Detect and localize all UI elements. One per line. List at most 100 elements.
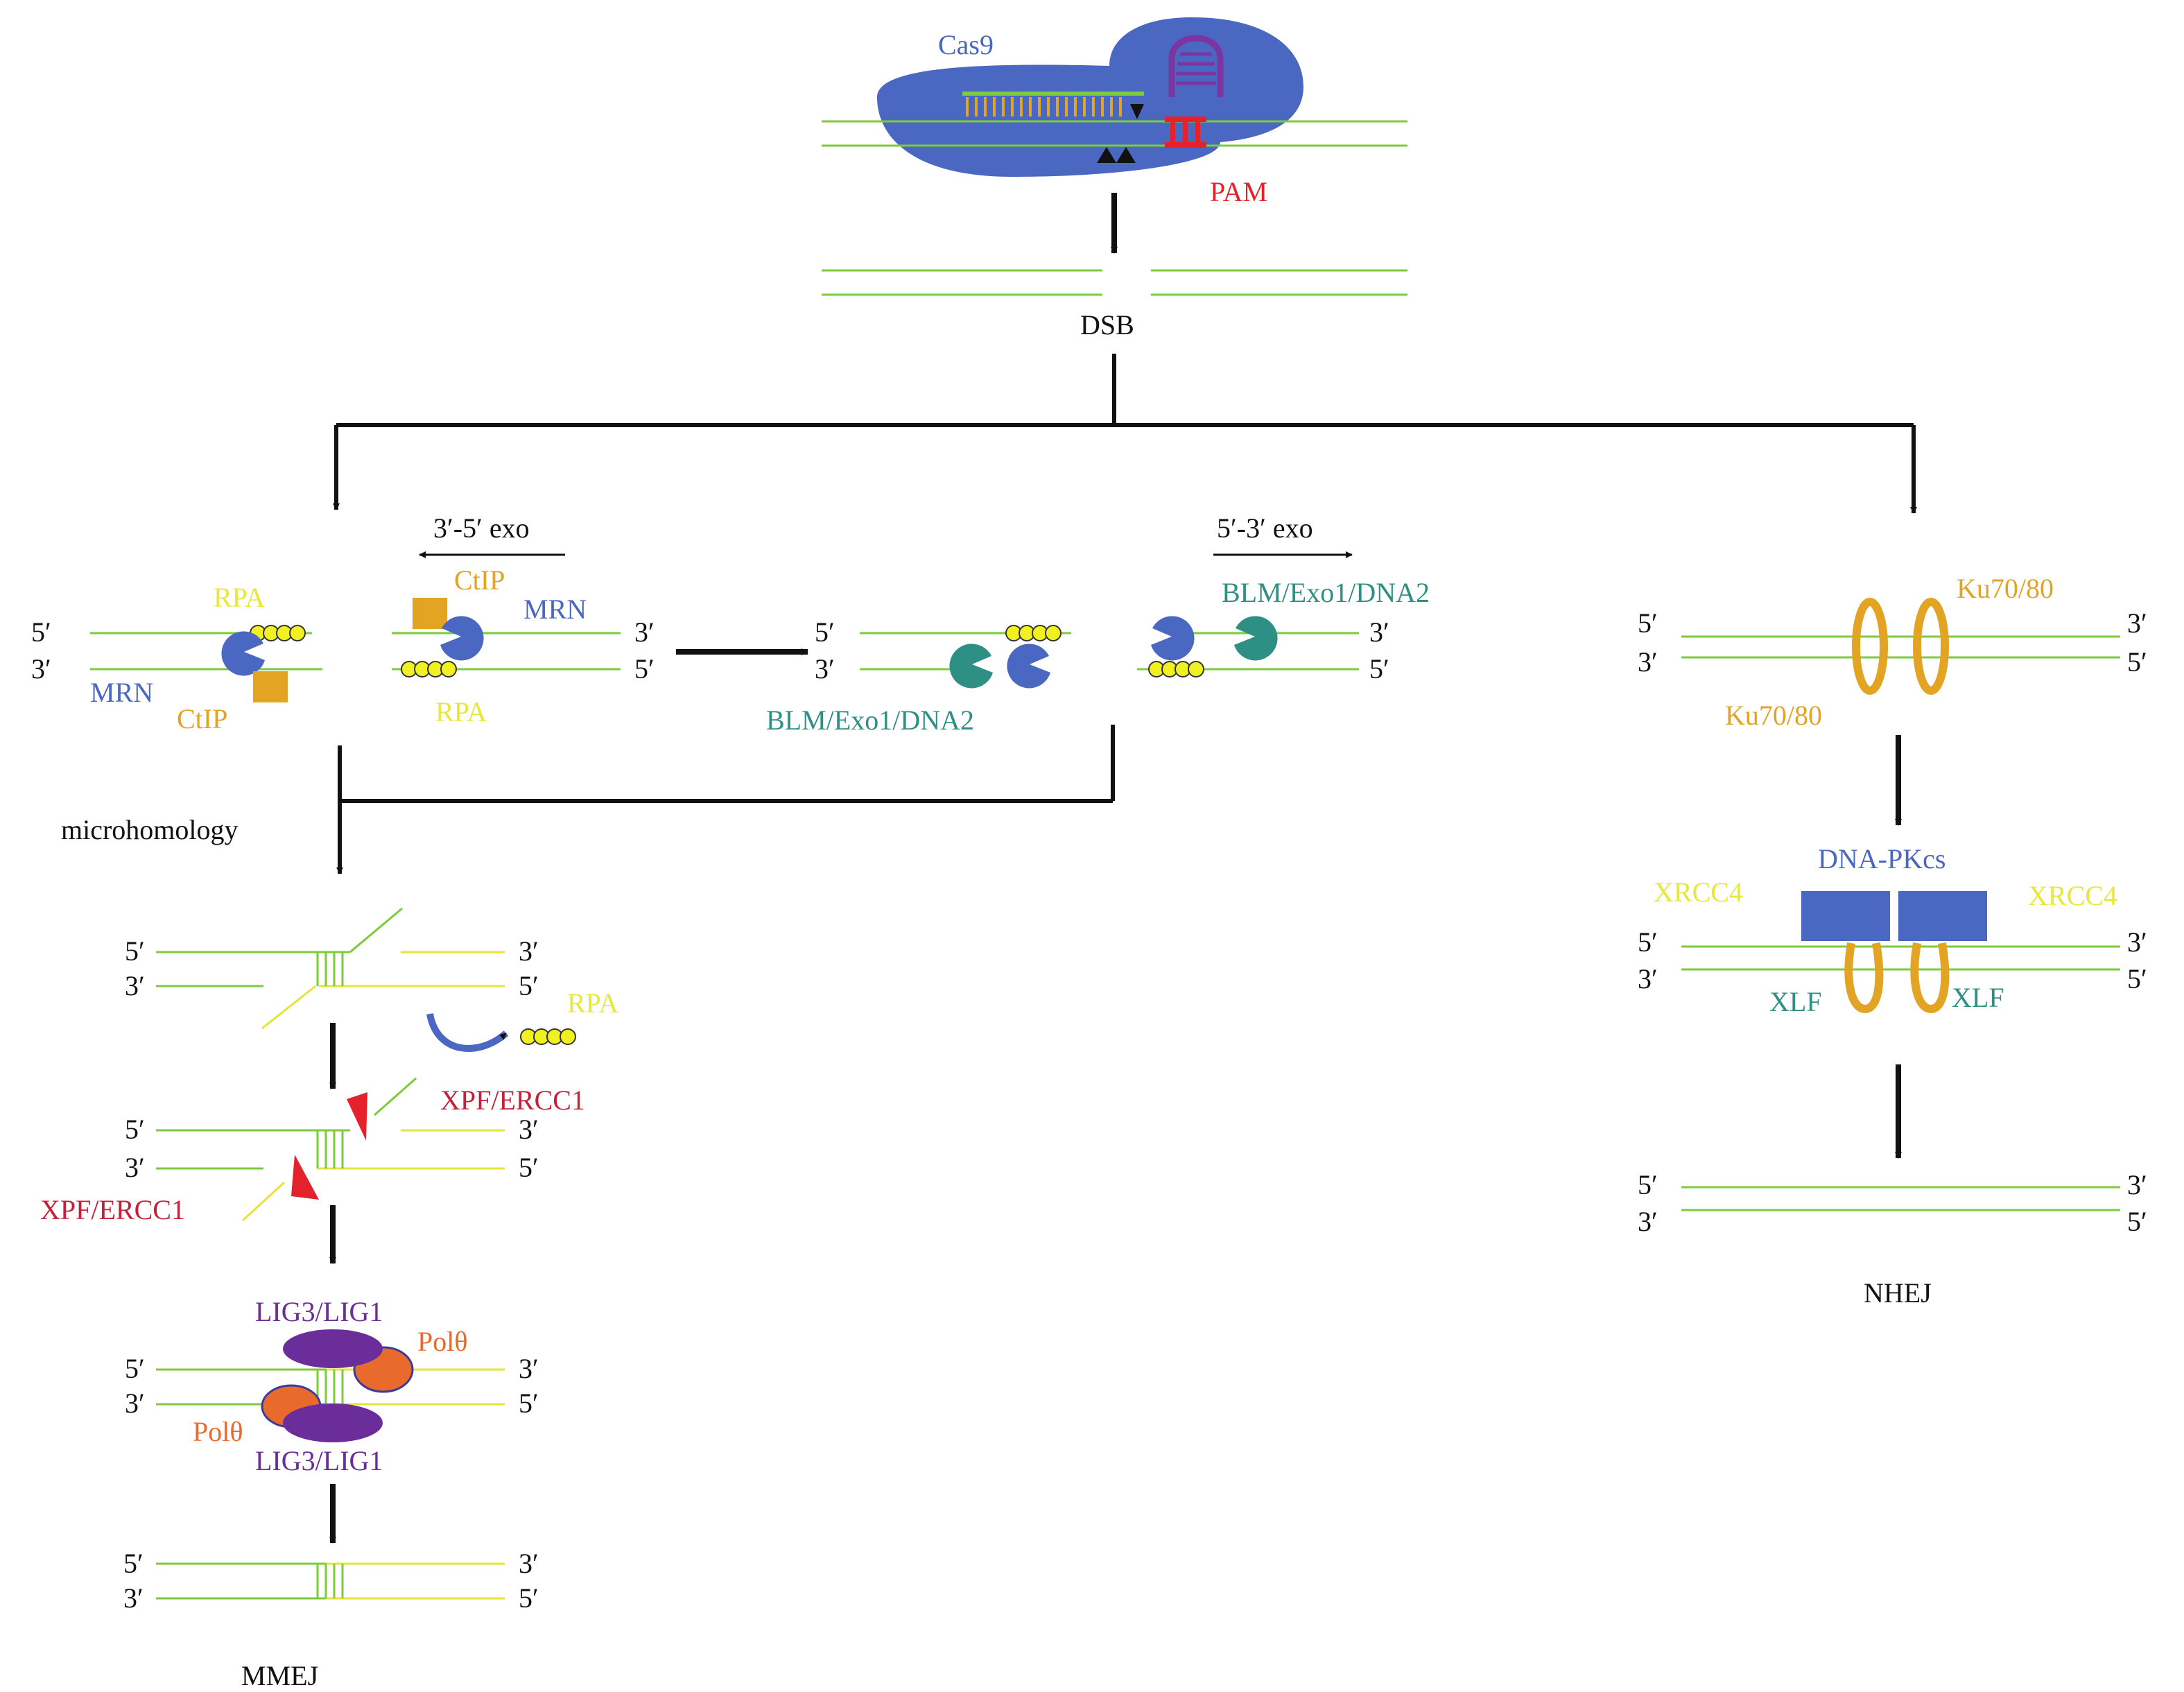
end-label: 3′ [815,653,835,684]
pam-site-icon [1165,116,1206,148]
end-label: 3′ [1638,646,1658,677]
cleavage-site-bottom-icon [1097,147,1136,163]
blm-label: BLM/Exo1/DNA2 [1222,577,1430,608]
end-label: 3′ [1369,616,1389,648]
ku-label: Ku70/80 [1957,573,2054,604]
nhej-pkcs-recruitment: DNA-PKcs XRCC4 XRCC4 XLF XLF 5′ 3′ 3′ 5′ [1638,843,2147,1017]
blm-pacman-icon [949,644,993,689]
rpa-label: RPA [567,987,618,1019]
end-label: 3′ [519,1114,539,1145]
ctip-label: CtIP [454,564,505,596]
microhomology-bonds [316,1564,344,1598]
mmej-label: MMEJ [241,1660,318,1691]
resection-long: 5′-3′ exo BLM/Exo1/DNA2 5′ 3′ BLM/Exo1/D… [766,512,1430,736]
mrn-label: MRN [523,594,587,625]
end-label: 5′ [519,1582,539,1614]
mrn-label: MRN [90,677,153,708]
end-label: 3′ [123,1582,144,1614]
ku-ring-icon [1844,942,1884,1014]
xlf-label: XLF [1769,986,1822,1017]
rpa-label: RPA [214,582,265,613]
cas9-label: Cas9 [938,29,994,60]
end-label: 5′ [519,1388,539,1419]
end-label: 5′ [2127,646,2147,677]
end-label: 5′ [31,616,51,648]
rpa-beads-icon [520,1028,576,1045]
rpa-beads-icon [1148,661,1204,677]
microhomology-bonds [316,1370,344,1404]
dna-pkcs-block-icon [1801,891,1890,941]
branch-connector [333,354,1917,514]
end-label: 3′ [1638,1206,1658,1237]
end-label: 3′ [519,1353,539,1384]
pol-label: Polθ [193,1416,243,1447]
end-label: 3′ [125,1388,145,1419]
end-label: 5′ [2127,963,2147,994]
microhomology-bonds [316,952,344,986]
end-label: 5′ [125,1353,145,1384]
xrcc4-label: XRCC4 [2028,880,2117,911]
end-label: 5′ [519,970,539,1001]
end-label: 3′ [519,1548,539,1579]
guide-rna-hairpin-icon [1168,35,1224,97]
end-label: 3′ [634,616,655,648]
dnapkcs-label: DNA-PKcs [1818,843,1945,874]
dsb-label: DSB [1080,309,1134,340]
mrn-pacman-icon [221,631,265,676]
xpf-label: XPF/ERCC1 [40,1194,185,1225]
nhej-label: NHEJ [1864,1277,1932,1309]
rpa-label: RPA [435,696,487,727]
blm-pacman-icon [1234,616,1278,661]
end-label: 5′ [123,1548,144,1579]
xlf-label: XLF [1952,982,2004,1013]
end-label: 3′ [519,935,539,967]
lig3-ellipse-icon [283,1404,383,1442]
mmej-product: 5′ 3′ 3′ 5′ [123,1548,539,1614]
mrn-pacman-icon [1151,616,1195,661]
xpf-ercc1-wedge-icon [347,1092,367,1141]
end-label: 5′ [125,935,145,967]
end-label: 5′ [1638,607,1658,639]
pam-label: PAM [1210,176,1267,207]
mmej-ligation: LIG3/LIG1 Polθ Polθ LIG3/LIG1 5′ 3′ 3′ 5… [125,1296,539,1476]
lig-label: LIG3/LIG1 [255,1445,383,1476]
rpa-beads-icon [1005,625,1061,641]
end-label: 5′ [125,1114,145,1145]
cleavage-site-top-icon [1130,104,1144,119]
end-label: 5′ [1638,1169,1658,1200]
ctip-square-icon [413,598,447,629]
mmej-annealing: 5′ 3′ 3′ 5′ RPA [125,907,618,1052]
end-label: 3′ [2127,926,2147,958]
exo35-label: 3′-5′ exo [433,512,530,544]
ku-label: Ku70/80 [1725,700,1822,731]
cas9-complex: Cas9 PAM [822,17,1407,207]
end-label: 5′ [815,616,835,648]
nhej-product: 5′ 3′ 3′ 5′ [1638,1169,2147,1237]
end-label: 3′ [2127,1169,2147,1200]
end-label: 5′ [2127,1206,2147,1237]
pol-label: Polθ [417,1326,468,1357]
rpa-release-arrow-icon [426,1012,509,1052]
end-label: 5′ [634,653,655,684]
guide-rna-icon [962,92,1144,116]
microhomology-bonds [316,1130,344,1168]
lig3-ellipse-icon [283,1329,383,1368]
end-label: 3′ [125,1152,145,1183]
resection-left: 3′-5′ exo 5′ 3′ 3′ 5′ RPA MRN CtIP CtIP … [31,512,655,734]
end-label: 3′ [31,653,51,684]
ku-ring-icon [1913,598,1949,695]
xrcc4-label: XRCC4 [1654,877,1743,908]
end-label: 3′ [1638,963,1658,994]
end-label: 5′ [519,1152,539,1183]
end-label: 5′ [1369,653,1389,684]
mrn-pacman-icon [1007,644,1050,689]
nhej-ku-binding: Ku70/80 Ku70/80 5′ 3′ 3′ 5′ [1638,573,2147,731]
lig-label: LIG3/LIG1 [255,1296,383,1327]
ctip-square-icon [253,671,288,702]
ku-ring-icon [1852,598,1888,695]
end-label: 3′ [125,970,145,1001]
mmej-merge-connector [336,725,1115,874]
dsb-dna [822,269,1407,296]
end-label: 3′ [2127,607,2147,639]
